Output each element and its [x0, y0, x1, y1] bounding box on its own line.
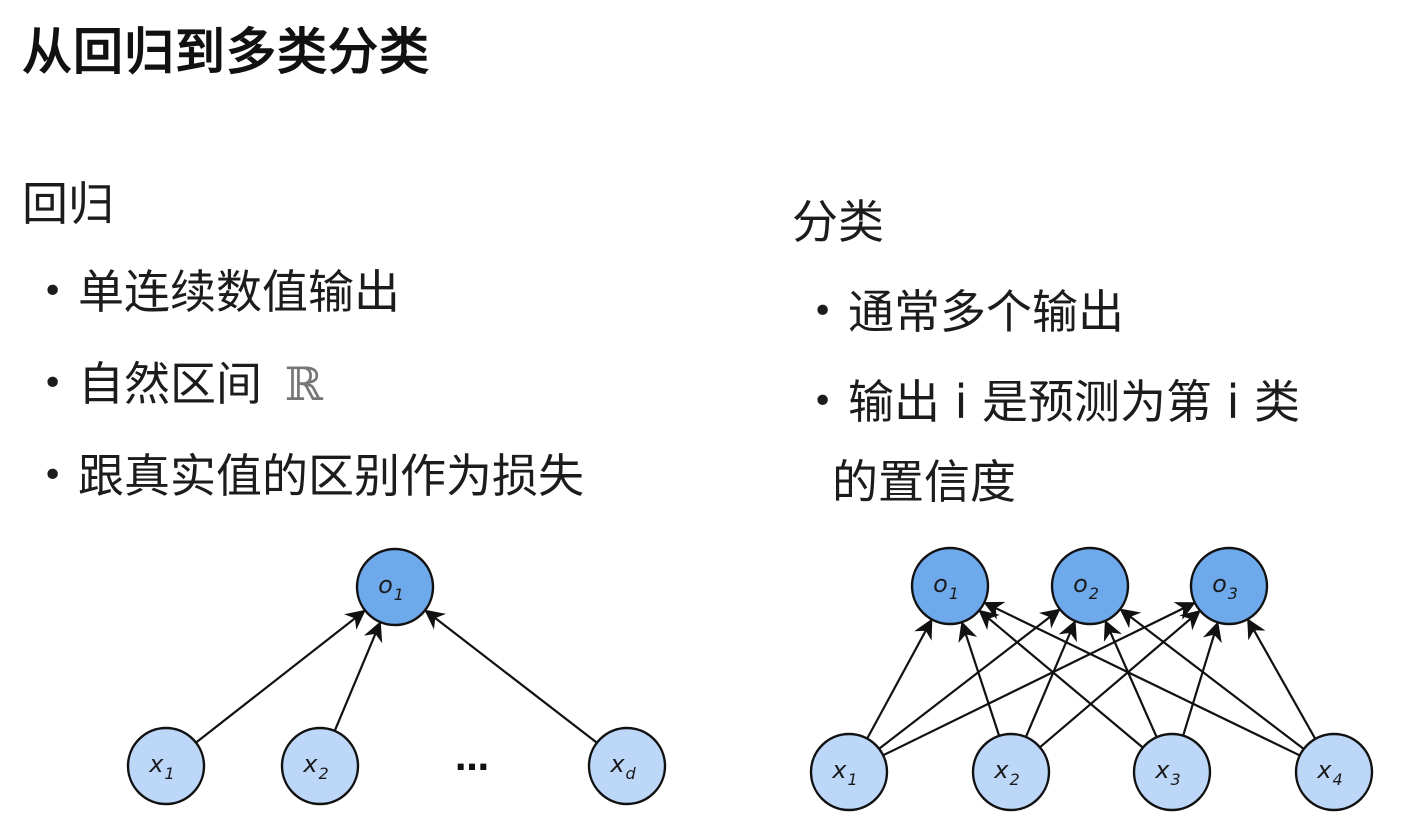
regression-output-node-label: o1: [378, 571, 404, 604]
classification-output-node: o1: [910, 546, 990, 626]
classification-input-node: x2: [971, 732, 1051, 812]
classification-edge: [1182, 621, 1222, 736]
classification-input-node-circle: [971, 732, 1051, 812]
classification-edge: [1103, 619, 1158, 738]
classification-output-node: o2: [1050, 546, 1130, 626]
classification-output-node: o3: [1189, 546, 1269, 626]
bullet-dot: •: [42, 271, 64, 312]
regression-input-node-label: x2: [302, 750, 328, 783]
regression-edge: [195, 609, 366, 744]
classification-output-node-circle: [1189, 546, 1269, 626]
bullet-text: 单连续数值输出: [78, 265, 400, 319]
classification-bullet-2-continuation: 的置信度: [832, 455, 1016, 509]
classification-input-node-circle: [1294, 732, 1374, 812]
bullet-dot: •: [42, 455, 64, 496]
regression-input-node-circle: [587, 726, 667, 806]
classification-edges: [866, 601, 1317, 757]
regression-edge: [424, 609, 598, 744]
real-numbers-symbol: ℝ: [284, 357, 323, 411]
regression-heading: 回归: [22, 177, 114, 231]
classification-input-node-label: x3: [1154, 756, 1180, 789]
regression-input-node-label: xd: [609, 750, 636, 783]
classification-output-node-label: o2: [1073, 570, 1099, 603]
classification-input-node-circle: [809, 732, 889, 812]
bullet-dot: •: [42, 363, 64, 404]
regression-input-node: xd: [587, 726, 667, 806]
slide-title: 从回归到多类分类: [22, 23, 430, 81]
classification-input-node: x3: [1132, 732, 1212, 812]
classification-input-node-label: x4: [1316, 756, 1342, 789]
regression-input-node-circle: [280, 726, 360, 806]
bullet-text: 跟真实值的区别作为损失: [78, 449, 584, 503]
regression-input-node-label: x1: [148, 750, 174, 783]
classification-bullet-1: • 通常多个输出: [812, 282, 1124, 342]
regression-nodes: o1 x1 x2 xd: [126, 547, 667, 806]
classification-edge: [978, 609, 1144, 749]
bullet-text: 自然区间: [78, 357, 262, 411]
regression-bullet-2: • 自然区间 ℝ: [42, 354, 323, 414]
classification-edge: [1024, 620, 1077, 738]
classification-heading: 分类: [792, 195, 884, 249]
classification-edge: [882, 602, 1196, 757]
classification-input-node: x4: [1294, 732, 1374, 812]
classification-output-node-label: o3: [1212, 570, 1238, 603]
classification-input-node-label: x1: [831, 756, 857, 789]
bullet-text: 输出 i 是预测为第 i 类: [848, 375, 1301, 429]
classification-nodes: o1 o2 o3 x1 x2 x3 x4: [809, 546, 1374, 812]
regression-bullet-3: • 跟真实值的区别作为损失: [42, 446, 584, 506]
classification-edge: [958, 621, 1001, 737]
regression-input-node: x1: [126, 726, 206, 806]
regression-output-node-circle: [355, 547, 435, 627]
bullet-dot: •: [812, 291, 834, 332]
classification-edge: [866, 618, 933, 740]
classification-input-node-circle: [1132, 732, 1212, 812]
classification-output-node-circle: [1050, 546, 1130, 626]
regression-bullet-1: • 单连续数值输出: [42, 262, 400, 322]
classification-output-node-circle: [910, 546, 990, 626]
classification-edge: [1039, 610, 1201, 749]
bullet-text: 通常多个输出: [848, 285, 1124, 339]
regression-ellipsis: …: [455, 739, 489, 779]
classification-output-node-label: o1: [933, 570, 959, 603]
regression-edges: [195, 609, 598, 744]
classification-edge: [1247, 618, 1317, 740]
classification-input-node: x1: [809, 732, 889, 812]
classification-edge: [983, 601, 1301, 757]
bullet-dot: •: [812, 381, 834, 422]
regression-edge: [333, 621, 383, 732]
classification-bullet-2: • 输出 i 是预测为第 i 类: [812, 372, 1301, 432]
regression-input-node-circle: [126, 726, 206, 806]
classification-edge: [1119, 608, 1305, 750]
classification-input-node-label: x2: [993, 756, 1019, 789]
regression-input-node: x2: [280, 726, 360, 806]
classification-edge: [878, 608, 1061, 750]
regression-output-node: o1: [355, 547, 435, 627]
